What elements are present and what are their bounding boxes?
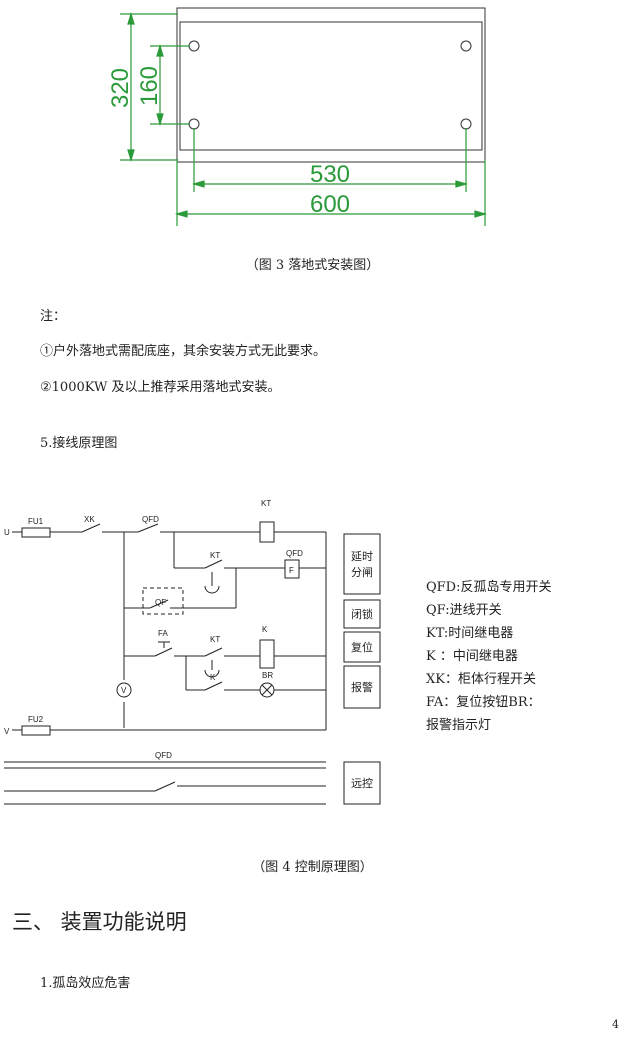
legend-item: K ：中间继电器: [426, 649, 518, 664]
xk-label: XK: [84, 515, 95, 524]
box-remote: [343, 761, 381, 805]
legend-item: QFD:反孤岛专用开关: [426, 580, 552, 595]
legend-item: KT:时间继电器: [426, 626, 514, 641]
section3-heading: 三、 装置功能说明: [12, 910, 187, 934]
box-reset-text: 复位: [351, 640, 373, 654]
box-alarm-text: 报警: [351, 680, 373, 694]
legend-item: QF:进线开关: [426, 603, 502, 618]
v-label: V: [4, 727, 10, 736]
note-item-2: ②1000KW 及以上推荐采用落地式安装。: [40, 380, 281, 395]
legend-item: 报警指示灯: [426, 718, 492, 733]
qfd-coil-label: QFD: [286, 549, 303, 558]
mounting-hole: [188, 40, 200, 52]
kt-mid-label: KT: [210, 551, 220, 560]
box-reset: [343, 631, 381, 663]
dim-600-label: 600: [310, 191, 350, 218]
qfd-main-label: QFD: [142, 515, 159, 524]
fu1-label: FU1: [28, 517, 44, 526]
legend-item: FA：复位按钮BR：: [426, 695, 541, 710]
mounting-hole: [460, 40, 472, 52]
box-delay-text-1: 延时: [351, 550, 373, 563]
fu2-label: FU2: [28, 715, 44, 724]
qfd-remote-label: QFD: [155, 751, 172, 760]
k-contact-label: K: [210, 673, 216, 682]
kt-low-label: KT: [210, 635, 220, 644]
voltmeter-label: V: [121, 686, 127, 695]
u-label: U: [4, 528, 10, 537]
br-label: BR: [262, 671, 273, 680]
kt-coil: [259, 521, 275, 543]
fu1-fuse: [21, 527, 51, 538]
mounting-hole: [460, 118, 472, 130]
box-delay-trip: [343, 533, 381, 595]
voltmeter-symbol: [116, 682, 132, 698]
section3-item1: 1.孤岛效应危害: [40, 976, 131, 991]
f-label: F: [289, 566, 294, 575]
qf-label: QF: [155, 598, 166, 607]
dim-320-label: 320: [107, 68, 134, 108]
k-coil: [259, 639, 275, 669]
page-number: 4: [612, 1018, 619, 1031]
schematic-legend: QFD:反孤岛专用开关 QF:进线开关 KT:时间继电器 K ：中间继电器 XK…: [426, 576, 551, 737]
figure4-caption: （图 4 控制原理图）: [252, 860, 373, 875]
notes-label: 注：: [40, 309, 67, 324]
k-coil-label: K: [262, 625, 268, 634]
box-alarm: [343, 665, 381, 709]
dim-160-label: 160: [136, 66, 163, 106]
figure3-caption: （图 3 落地式安装图）: [245, 258, 380, 273]
cabinet-inner: [179, 21, 483, 151]
note-item-1: ①户外落地式需配底座，其余安装方式无此要求。: [40, 344, 327, 359]
qf-box: [142, 587, 184, 615]
qfd-trip-coil: [284, 559, 300, 579]
section5-title: 5.接线原理图: [40, 436, 118, 451]
fu2-fuse: [21, 725, 51, 736]
box-lock: [343, 599, 381, 629]
dim-530-label: 530: [310, 161, 350, 188]
cabinet-outline: [176, 7, 486, 163]
control-schematic: U FU1 XK QFD KT KT QFD F QF FA KT K K BR…: [4, 499, 381, 805]
box-lock-text: 闭锁: [351, 607, 373, 621]
kt-top-label: KT: [261, 499, 271, 508]
mounting-hole: [188, 118, 200, 130]
box-delay-text-2: 分闸: [351, 566, 373, 579]
fa-label: FA: [158, 629, 168, 638]
legend-item: XK：柜体行程开关: [426, 672, 536, 687]
figure3-drawing: 530 600 320 160: [107, 7, 488, 226]
box-remote-text: 远控: [351, 776, 373, 790]
